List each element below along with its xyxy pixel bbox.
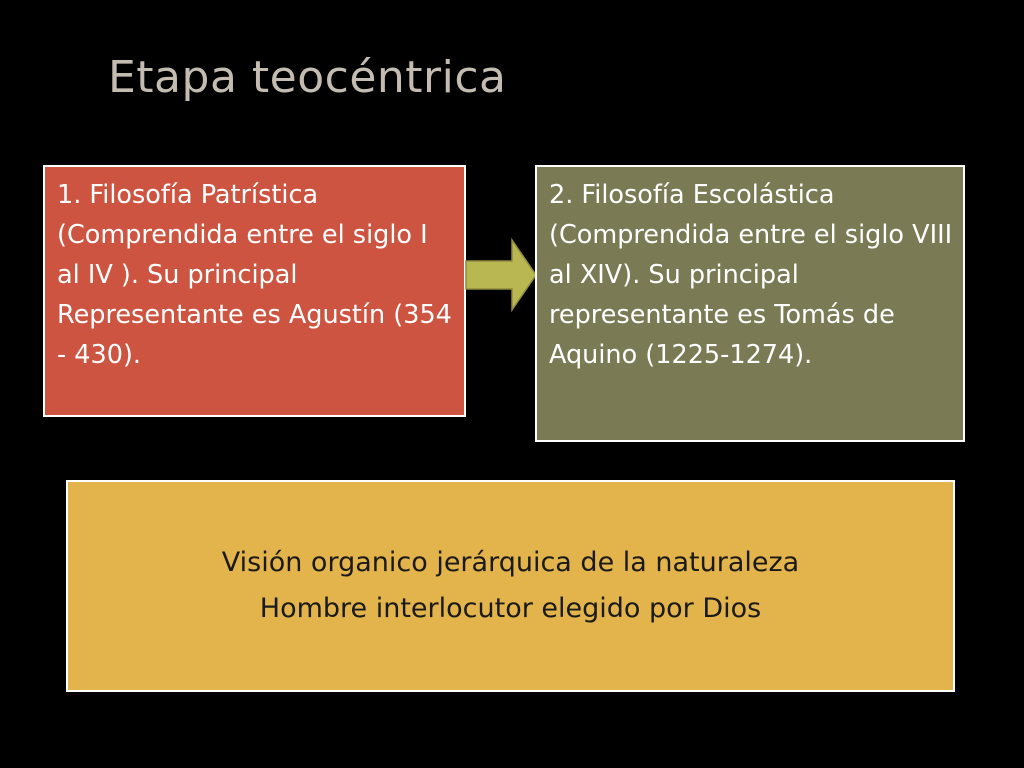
summary-line-2: Hombre interlocutor elegido por Dios bbox=[259, 593, 762, 624]
summary-line-1: Visión organico jerárquica de la natural… bbox=[221, 547, 800, 578]
slide-title: Etapa teocéntrica bbox=[108, 52, 507, 103]
patristica-text: 1. Filosofía Patrística (Comprendida ent… bbox=[57, 180, 452, 370]
patristica-box: 1. Filosofía Patrística (Comprendida ent… bbox=[43, 165, 466, 417]
escolastica-text: 2. Filosofía Escolástica (Comprendida en… bbox=[549, 180, 953, 370]
summary-box: Visión organico jerárquica de la natural… bbox=[66, 480, 955, 692]
right-arrow-icon bbox=[465, 237, 537, 313]
escolastica-box: 2. Filosofía Escolástica (Comprendida en… bbox=[535, 165, 965, 442]
